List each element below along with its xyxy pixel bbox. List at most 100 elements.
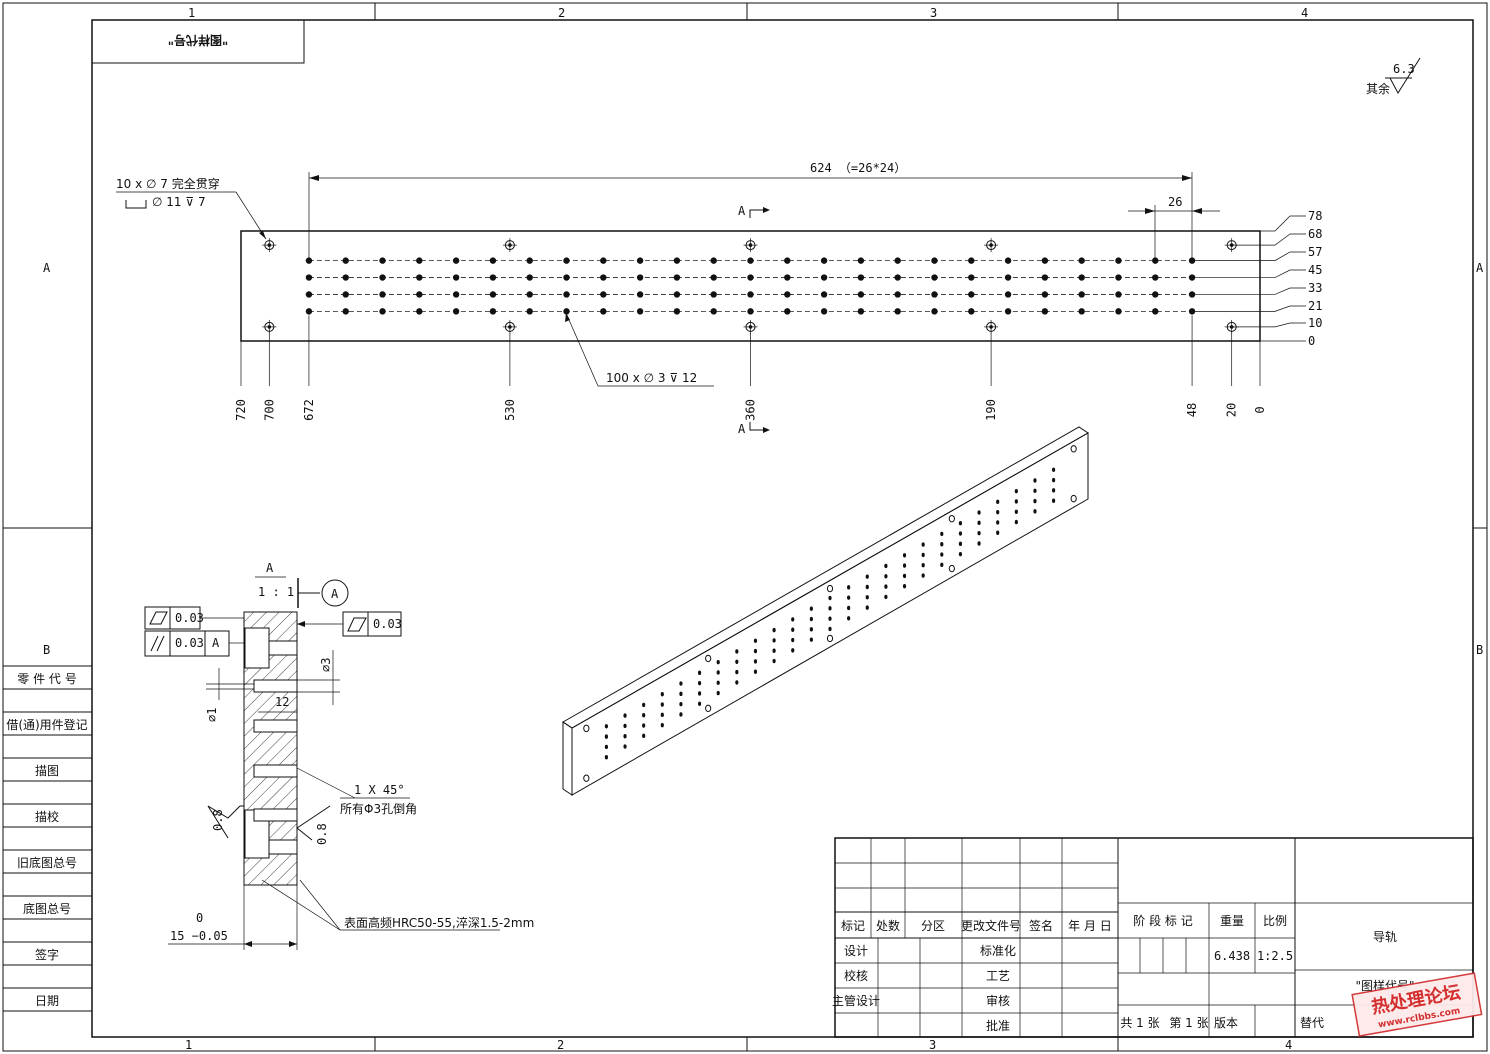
iso-hole [660, 692, 664, 697]
hole-3mm [342, 308, 349, 315]
roughness-value: 6.3 [1393, 62, 1415, 76]
iso-hole [642, 702, 646, 708]
iso-mount-hole [583, 774, 590, 782]
zone-right-b: B [1476, 643, 1483, 657]
x-dim-label: 530 [503, 399, 517, 421]
iso-hole [716, 680, 720, 685]
hole-3mm [563, 274, 570, 281]
iso-hole [735, 659, 739, 664]
thickness-main: 15 −0.05 [170, 929, 228, 943]
hole-3mm [968, 291, 975, 298]
iso-hole [996, 499, 1000, 505]
hole-3mm [1152, 291, 1159, 298]
iso-hole [1014, 519, 1018, 525]
role-check: 校核 [844, 968, 868, 983]
iso-hole [753, 648, 758, 654]
x-dim-label: 720 [234, 399, 248, 421]
iso-hole [865, 584, 869, 590]
iso-hole [977, 520, 981, 526]
role-process: 工艺 [986, 969, 1010, 983]
iso-mount-hole [1070, 494, 1077, 503]
role-design: 设计 [844, 944, 868, 958]
y-dim-label: 68 [1308, 227, 1322, 241]
overall-dim: 624 （=26*24） [810, 161, 906, 175]
weight-value: 6.438 [1214, 949, 1250, 963]
parallelism-datum: A [212, 636, 220, 650]
iso-hole [921, 552, 925, 558]
side-old-master: 旧底图总号 [17, 855, 77, 870]
hole-3mm [1041, 308, 1049, 315]
hole-3mm [342, 274, 349, 281]
iso-hole [1052, 467, 1056, 472]
iso-hole [996, 520, 1000, 525]
iso-hole [958, 521, 963, 526]
iso-hole [1033, 509, 1037, 514]
iso-hole [828, 626, 832, 632]
hole-3mm [784, 308, 791, 315]
x-dim-label: 360 [744, 399, 758, 421]
x-dim-label: 190 [984, 399, 998, 421]
hole-3mm [1041, 274, 1049, 281]
pitch-dim: 26 [1168, 195, 1182, 209]
iso-mount-hole [1070, 445, 1077, 453]
surface-finish-symbol: 其余 6.3 [1366, 57, 1421, 96]
iso-hole [735, 649, 739, 654]
hole-3mm [820, 308, 828, 315]
y-dim-leader [1192, 251, 1306, 261]
iso-hole [716, 690, 720, 696]
hole-3mm [1115, 291, 1122, 298]
hole-3mm [747, 308, 754, 315]
iso-hole [716, 659, 720, 665]
x-dim-label: 48 [1185, 403, 1199, 417]
iso-hole [902, 573, 907, 579]
roughness-right: 0.8 [315, 823, 329, 845]
hole-3mm [1004, 308, 1012, 315]
iso-hole [940, 562, 944, 568]
sheets-total: 共 1 张 [1120, 1016, 1159, 1030]
parallelism: 0.03 [175, 636, 204, 650]
y-dim-leader [1231, 322, 1306, 328]
iso-hole [772, 658, 776, 664]
iso-hole [921, 563, 925, 568]
dia-1: ∅1 [205, 708, 219, 722]
hole-3mm [673, 257, 681, 264]
rest-label: 其余 [1366, 81, 1390, 96]
zone-top-4: 4 [1301, 6, 1308, 20]
x-dim-label: 0 [1253, 406, 1267, 413]
side-date: 日期 [35, 994, 59, 1008]
iso-hole [642, 723, 646, 728]
hole-3mm [747, 274, 754, 281]
hole-3mm [379, 274, 386, 281]
hole-3mm [1152, 308, 1159, 315]
iso-hole [884, 584, 888, 589]
hole-3mm [379, 291, 386, 298]
iso-hole [902, 563, 907, 568]
iso-hole [679, 712, 683, 717]
iso-mount-hole [948, 515, 955, 523]
replace-label: 替代 [1300, 1016, 1324, 1030]
iso-holes [583, 445, 1077, 782]
y-dim-label: 78 [1308, 209, 1322, 223]
hole-grid [305, 257, 1196, 315]
zone-bottom-2: 2 [557, 1038, 564, 1052]
hole-3mm [710, 308, 717, 315]
hole-3mm [600, 257, 607, 264]
chamfer-note: 所有Φ3孔倒角 [340, 802, 417, 816]
hole-3mm [931, 291, 938, 298]
side-master: 底图总号 [23, 901, 71, 916]
iso-hole [623, 744, 627, 749]
iso-hole [921, 573, 925, 578]
zone-bottom-1: 1 [185, 1038, 192, 1052]
x-dim-label: 20 [1225, 403, 1239, 417]
hole-3mm [673, 274, 681, 281]
iso-hole [604, 734, 609, 739]
hole-3mm [1041, 291, 1049, 298]
depth-12: 12 [275, 695, 289, 709]
rev-header-mark: 标记 [841, 919, 865, 933]
hole-3mm [894, 291, 901, 298]
rev-header-count: 处数 [876, 918, 900, 933]
hole-3mm [342, 291, 349, 298]
iso-hole [791, 617, 795, 622]
